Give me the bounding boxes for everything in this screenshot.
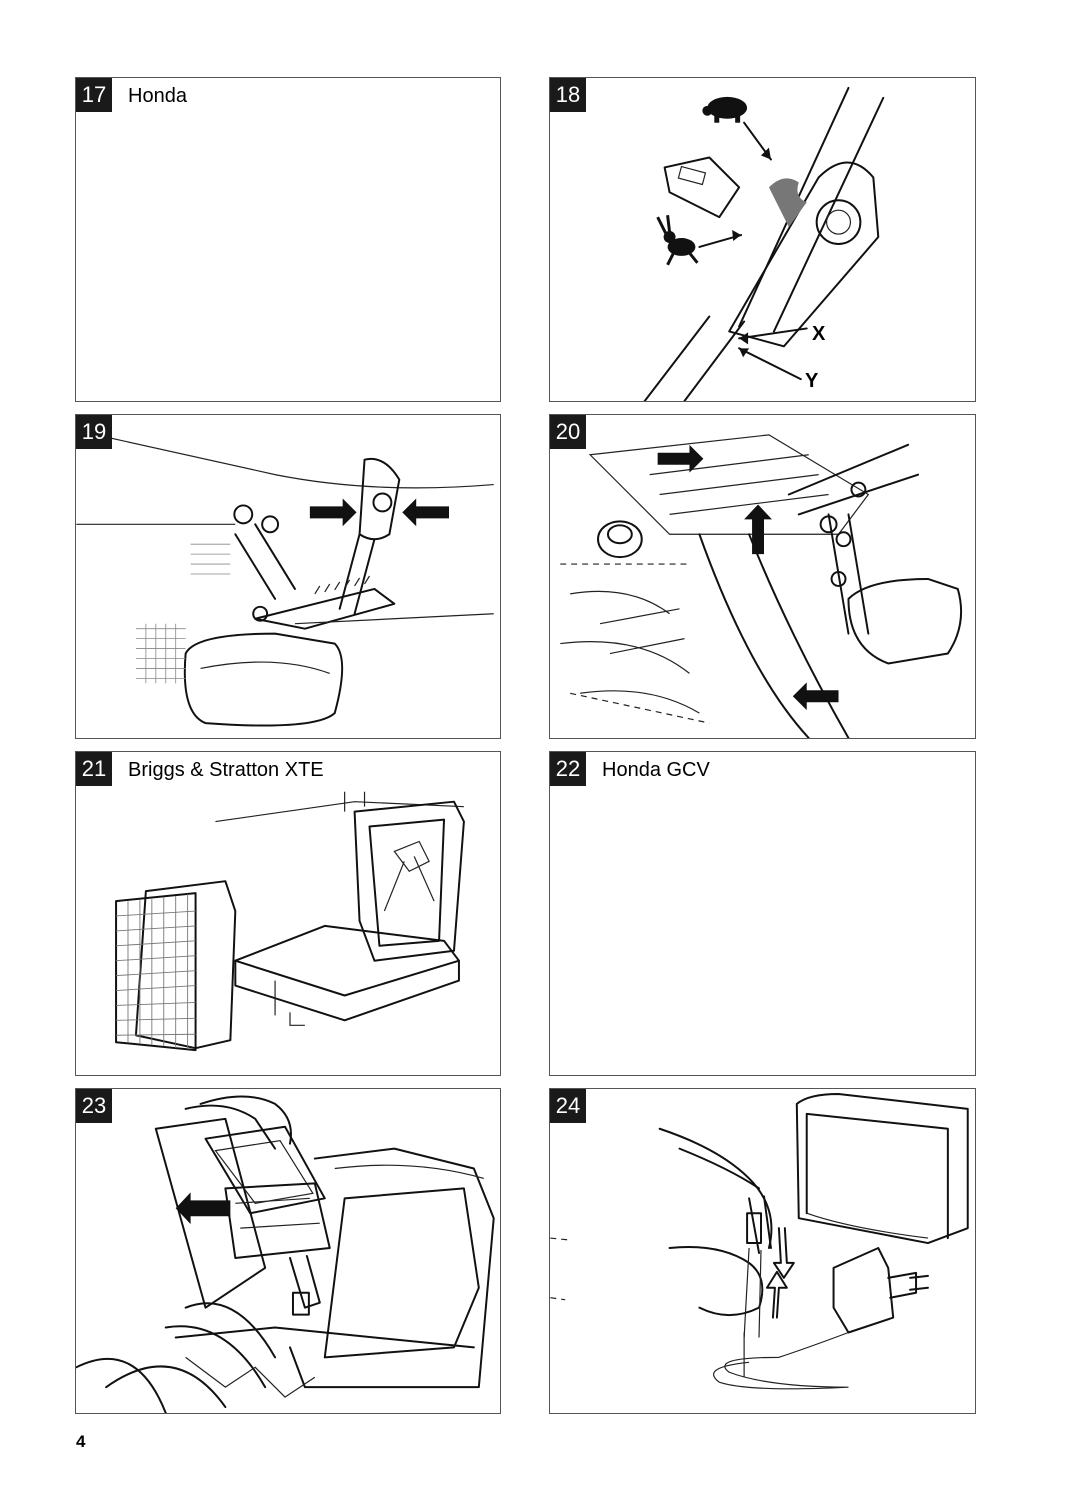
arrow-icon [402, 498, 450, 527]
figure-title: Honda [128, 85, 187, 107]
label-y: Y [805, 370, 819, 392]
arrow-icon [744, 504, 772, 555]
battery-charging-illustration [550, 1092, 969, 1390]
arrow-icon [175, 1192, 231, 1225]
figure-panel-21: 21 Briggs & Stratton XTE [75, 751, 501, 1076]
turtle-icon [702, 96, 748, 123]
figure-panel-20: 20 [549, 414, 976, 739]
figure-number: 20 [550, 415, 586, 449]
figure-panel-22: 22 Honda GCV [549, 751, 976, 1076]
figure-number: 23 [76, 1089, 112, 1123]
arrow-icon [792, 682, 839, 711]
height-adjust-lever-illustration [76, 434, 494, 727]
label-x: X [812, 323, 826, 345]
arrow-icon [657, 444, 704, 473]
figure-title: Briggs & Stratton XTE [128, 759, 324, 781]
figure-panel-24: 24 [549, 1088, 976, 1414]
figure-panel-23: 23 [75, 1088, 501, 1414]
figure-panel-19: 19 [75, 414, 501, 739]
battery-removal-illustration [76, 1095, 495, 1413]
figure-number: 19 [76, 415, 112, 449]
figure-number: 18 [550, 78, 586, 112]
figure-title: Honda GCV [602, 759, 710, 781]
arrow-icon [309, 498, 357, 527]
figure-number: 24 [550, 1089, 586, 1123]
rabbit-icon [656, 214, 699, 266]
figure-number: 22 [550, 752, 586, 786]
figure-number: 17 [76, 78, 112, 112]
figure-panel-17: 17 Honda [75, 77, 501, 402]
air-filter-illustration [115, 791, 465, 1052]
figure-number: 21 [76, 752, 112, 786]
engine-top-illustration [560, 434, 963, 738]
page-number: 4 [76, 1432, 86, 1451]
throttle-lever-illustration [643, 86, 885, 401]
figure-panel-18: 18 X Y [549, 77, 976, 402]
